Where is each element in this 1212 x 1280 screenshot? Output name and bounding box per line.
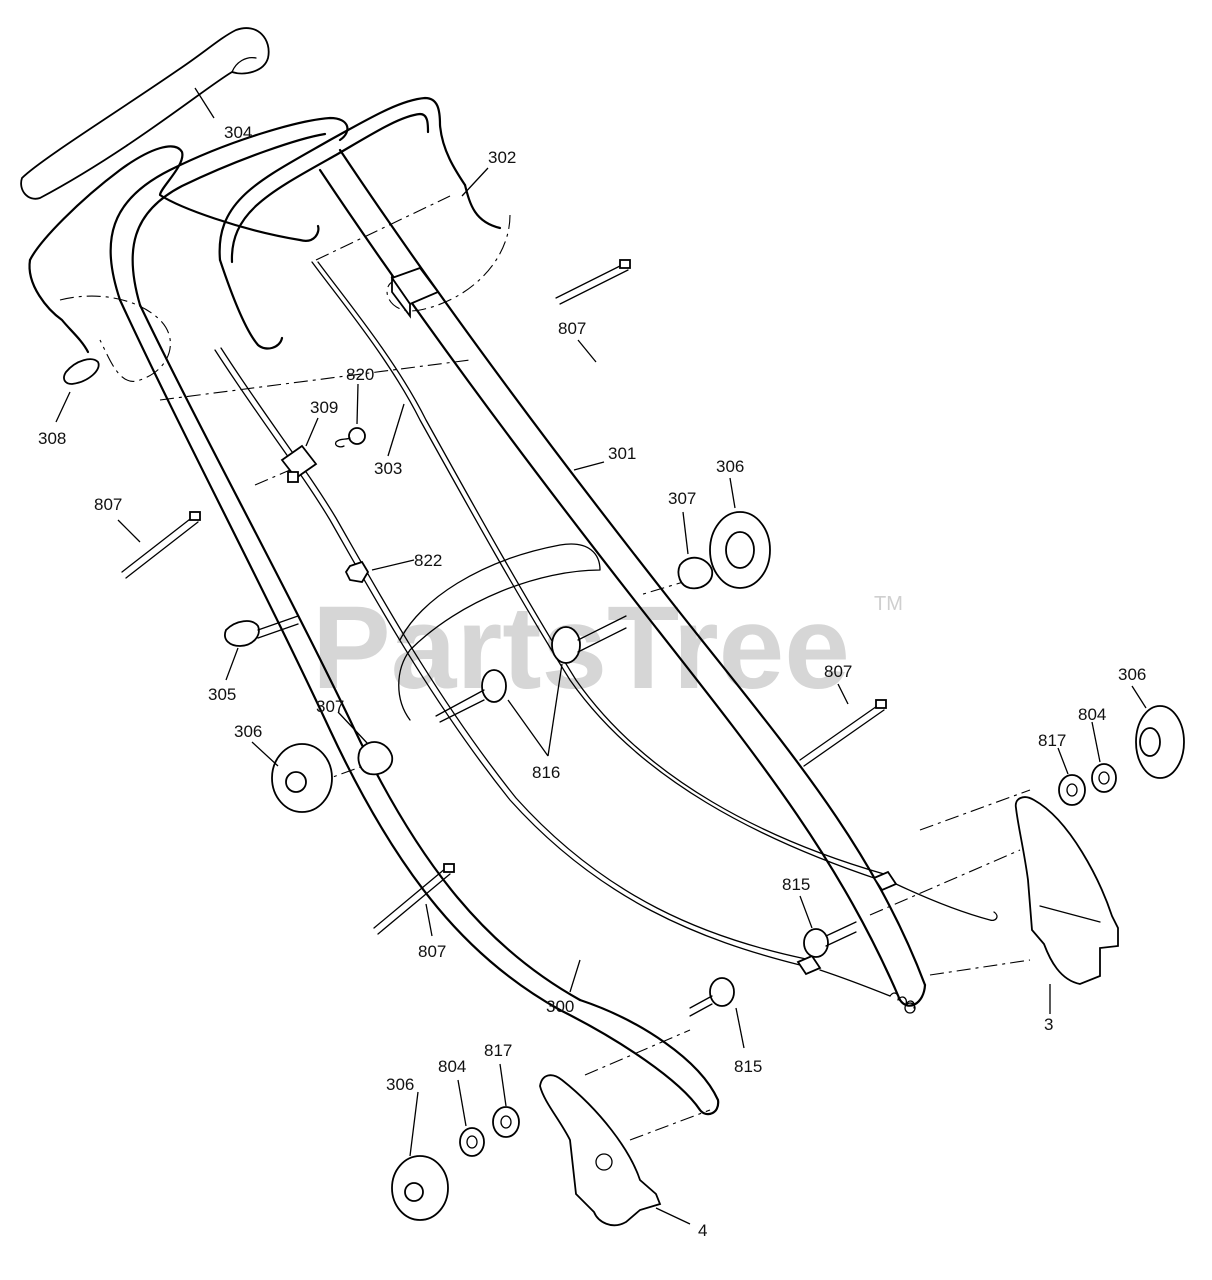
- callout-306-right: 306: [1118, 665, 1146, 684]
- cable-tie-807-left: [121, 511, 201, 579]
- callout-306-lower: 306: [386, 1075, 414, 1094]
- lower-cross-bar: [398, 543, 601, 721]
- knob-306-left: [271, 743, 333, 813]
- washer-817-lower: [492, 1106, 520, 1138]
- callout-4: 4: [698, 1221, 707, 1240]
- callout-807-lower: 807: [418, 942, 446, 961]
- callout-306-upper: 306: [716, 457, 744, 476]
- callout-304: 304: [224, 123, 252, 142]
- watermark-trademark: TM: [874, 593, 903, 615]
- cable-tie-807-lower: [373, 863, 455, 935]
- callout-822: 822: [414, 551, 442, 570]
- callout-309: 309: [310, 398, 338, 417]
- washer-804-lower: [459, 1127, 485, 1157]
- callout-807-right: 807: [824, 662, 852, 681]
- hidden-outline-left: [59, 295, 171, 382]
- cable-tie-807-upper: [555, 259, 631, 305]
- washer-804-right: [1091, 763, 1117, 793]
- upper-handle-grip: [20, 27, 270, 200]
- callout-816: 816: [532, 763, 560, 782]
- callout-307-upper: 307: [668, 489, 696, 508]
- carriage-bolt-816-lower: [435, 669, 507, 723]
- callout-807-upper: 807: [558, 319, 586, 338]
- shoulder-bolt-815-right: [803, 921, 857, 958]
- callout-306-left: 306: [234, 722, 262, 741]
- carriage-bolt-816-upper: [551, 615, 627, 664]
- callout-817-right: 817: [1038, 731, 1066, 750]
- callout-301: 301: [608, 444, 636, 463]
- bracket-4: [539, 1074, 662, 1227]
- callout-820: 820: [346, 365, 374, 384]
- lower-bail-308: [28, 145, 320, 385]
- shoulder-bolt-815-lower: [689, 977, 735, 1017]
- knob-306-right: [1135, 705, 1185, 779]
- callout-807-left: 807: [94, 495, 122, 514]
- cable-clip-309: [280, 444, 318, 483]
- callout-804-right: 804: [1078, 705, 1106, 724]
- callout-302: 302: [488, 148, 516, 167]
- callout-815-right: 815: [782, 875, 810, 894]
- screw-820: [334, 427, 366, 448]
- washer-307-right: [677, 556, 714, 590]
- callout-804-lower: 804: [438, 1057, 466, 1076]
- callout-817-lower: 817: [484, 1041, 512, 1060]
- cable-tie-807-right: [799, 699, 887, 767]
- callout-3: 3: [1044, 1015, 1053, 1034]
- callout-305: 305: [208, 685, 236, 704]
- control-bail-302: [218, 96, 502, 350]
- callout-815-lower: 815: [734, 1057, 762, 1076]
- callout-308: 308: [38, 429, 66, 448]
- hidden-outline-right: [386, 214, 511, 312]
- callout-307-left: 307: [316, 697, 344, 716]
- washer-307-left: [357, 741, 394, 776]
- knob-306-upper: [709, 511, 771, 589]
- callout-300: 300: [546, 997, 574, 1016]
- watermark-text: PartsTree: [312, 582, 850, 714]
- callout-303: 303: [374, 459, 402, 478]
- knob-306-lower: [391, 1155, 449, 1221]
- cable-guide-303: [390, 266, 440, 319]
- bracket-3: [1014, 796, 1119, 985]
- nut-822: [344, 560, 370, 583]
- washer-817-right: [1058, 774, 1086, 806]
- leader-lines: [55, 87, 1147, 1225]
- wing-bolt-305: [224, 615, 299, 647]
- callout-labels: 304 302 807 820 309 303 301 308 306 307 …: [38, 123, 1146, 1240]
